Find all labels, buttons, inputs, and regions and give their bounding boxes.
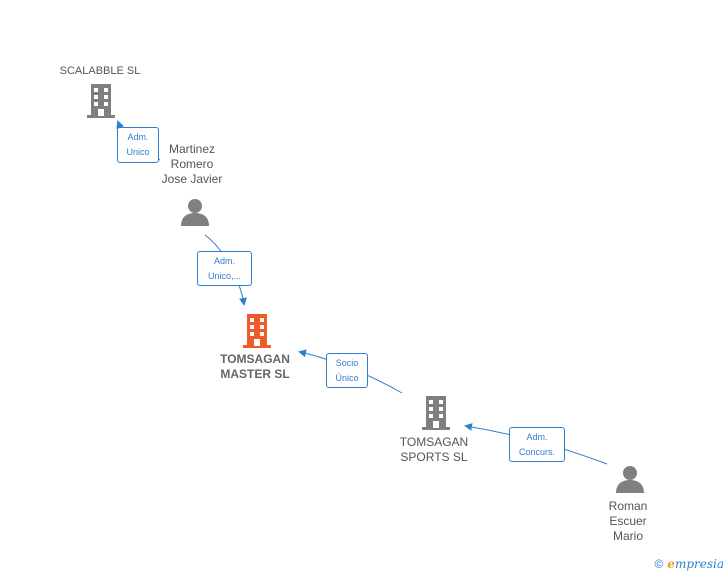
node-label-tomsagan-master[interactable]: TOMSAGAN MASTER SL [220,352,290,381]
footer-brand: © empresia [654,557,724,571]
person-icon[interactable] [615,465,645,493]
person-icon[interactable] [180,198,210,226]
edge-label-roman-sports: Adm. Concurs. [509,427,565,462]
copyright-icon: © [654,557,664,571]
building-icon[interactable] [420,396,452,430]
building-main-icon[interactable] [241,314,273,348]
node-label-scalabble[interactable]: SCALABBLE SL [59,65,141,77]
building-icon[interactable] [85,84,117,118]
brand-logo: empresia [667,557,724,571]
edge-label-sports-master: Socio Único [326,353,368,388]
node-label-roman[interactable]: Roman Escuer Mario [608,499,648,543]
edge-label-martinez-scalabble: Adm. Unico [117,127,159,163]
edge-label-martinez-master: Adm. Unico,... [197,251,252,286]
node-label-martinez[interactable]: Martinez Romero Jose Javier [161,142,223,186]
node-label-tomsagan-sports[interactable]: TOMSAGAN SPORTS SL [399,435,469,464]
